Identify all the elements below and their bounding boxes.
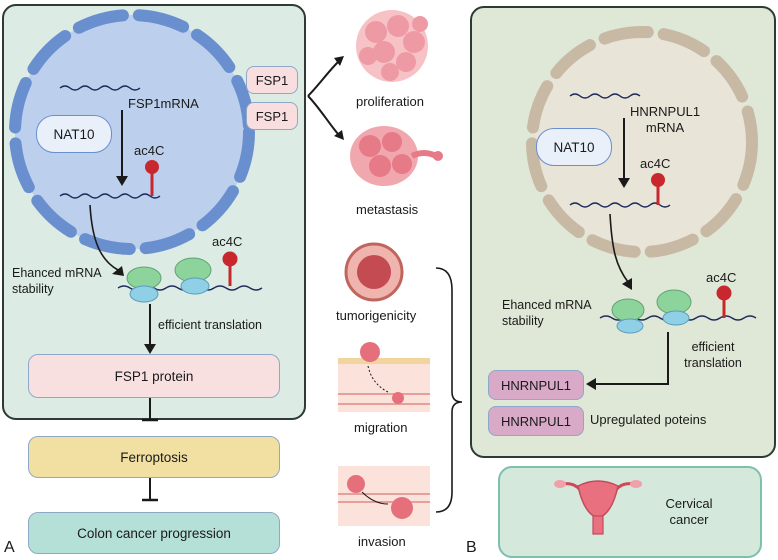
fsp1-protein-box: FSP1 protein [28,354,280,398]
ac4c-marker-icon [222,251,238,267]
cervical-cancer-label: Cervical cancer [665,496,713,528]
ac4c-label-outer: ac4C [212,234,243,249]
tumor-cell-icon [344,242,404,302]
ac4c-label-inner-b: ac4C [640,156,671,171]
hnrnpul1-badge: HNRNPUL1 [488,370,584,400]
invasion-label: invasion [358,534,406,549]
migration-label: migration [354,420,408,435]
nucleus-b [532,32,752,252]
proliferation-label: proliferation [356,94,424,109]
translation-label-a: efficient translation [158,318,262,332]
ribosome-icon [611,298,645,334]
hnrnpul1-mrna-strand [569,93,641,99]
fsp1-badge: FSP1 [246,102,298,130]
proliferation-cluster-icon [356,10,428,82]
colon-cancer-progression-box: Colon cancer progression [28,512,280,554]
stability-label-b: Ehanced mRNA stability [502,298,591,328]
hnrnpul1-mrna-label: HNRNPUL1 mRNA [630,104,701,136]
ac4c-marker-icon [716,285,732,301]
nuclear-membrane-a [9,9,255,255]
hnrnpul1-badge: HNRNPUL1 [488,406,584,436]
invasion-tissue-icon [338,466,430,526]
panel-letter-a: A [4,539,15,556]
fsp1-badge: FSP1 [246,66,298,94]
nat10-box-a: NAT10 [36,115,112,153]
metastasis-label: metastasis [356,202,419,217]
nat10-box-b: NAT10 [536,128,612,166]
ac4c-label-inner: ac4C [134,143,165,158]
phenotype-bracket [435,267,463,513]
fsp1-mrna-strand [59,85,141,91]
migration-tissue-icon [338,342,430,412]
ribosome-icon [126,266,162,303]
ribosome-icon [174,257,212,295]
fsp1-mrna-label: FSP1mRNA [128,96,199,111]
nuclear-membrane-b [526,26,758,258]
uterus-icon [554,480,642,535]
ferroptosis-box: Ferroptosis [28,436,280,478]
ac4c-marker-icon [651,173,665,187]
ac4c-label-outer-b: ac4C [706,270,737,285]
modified-mrna-strand [59,193,161,199]
stability-label-a: Ehanced mRNA stability [12,266,101,296]
upregulated-proteins-label: Upregulated poteins [590,412,707,427]
nucleus-a [15,15,249,249]
translation-label-b: efficient translation [684,340,742,370]
ac4c-marker-icon [145,160,159,174]
ribosome-icon [656,289,692,326]
metastasis-cells-icon [350,126,443,186]
tumorigenicity-label: tumorigenicity [336,308,417,323]
panel-letter-b: B [466,539,477,556]
